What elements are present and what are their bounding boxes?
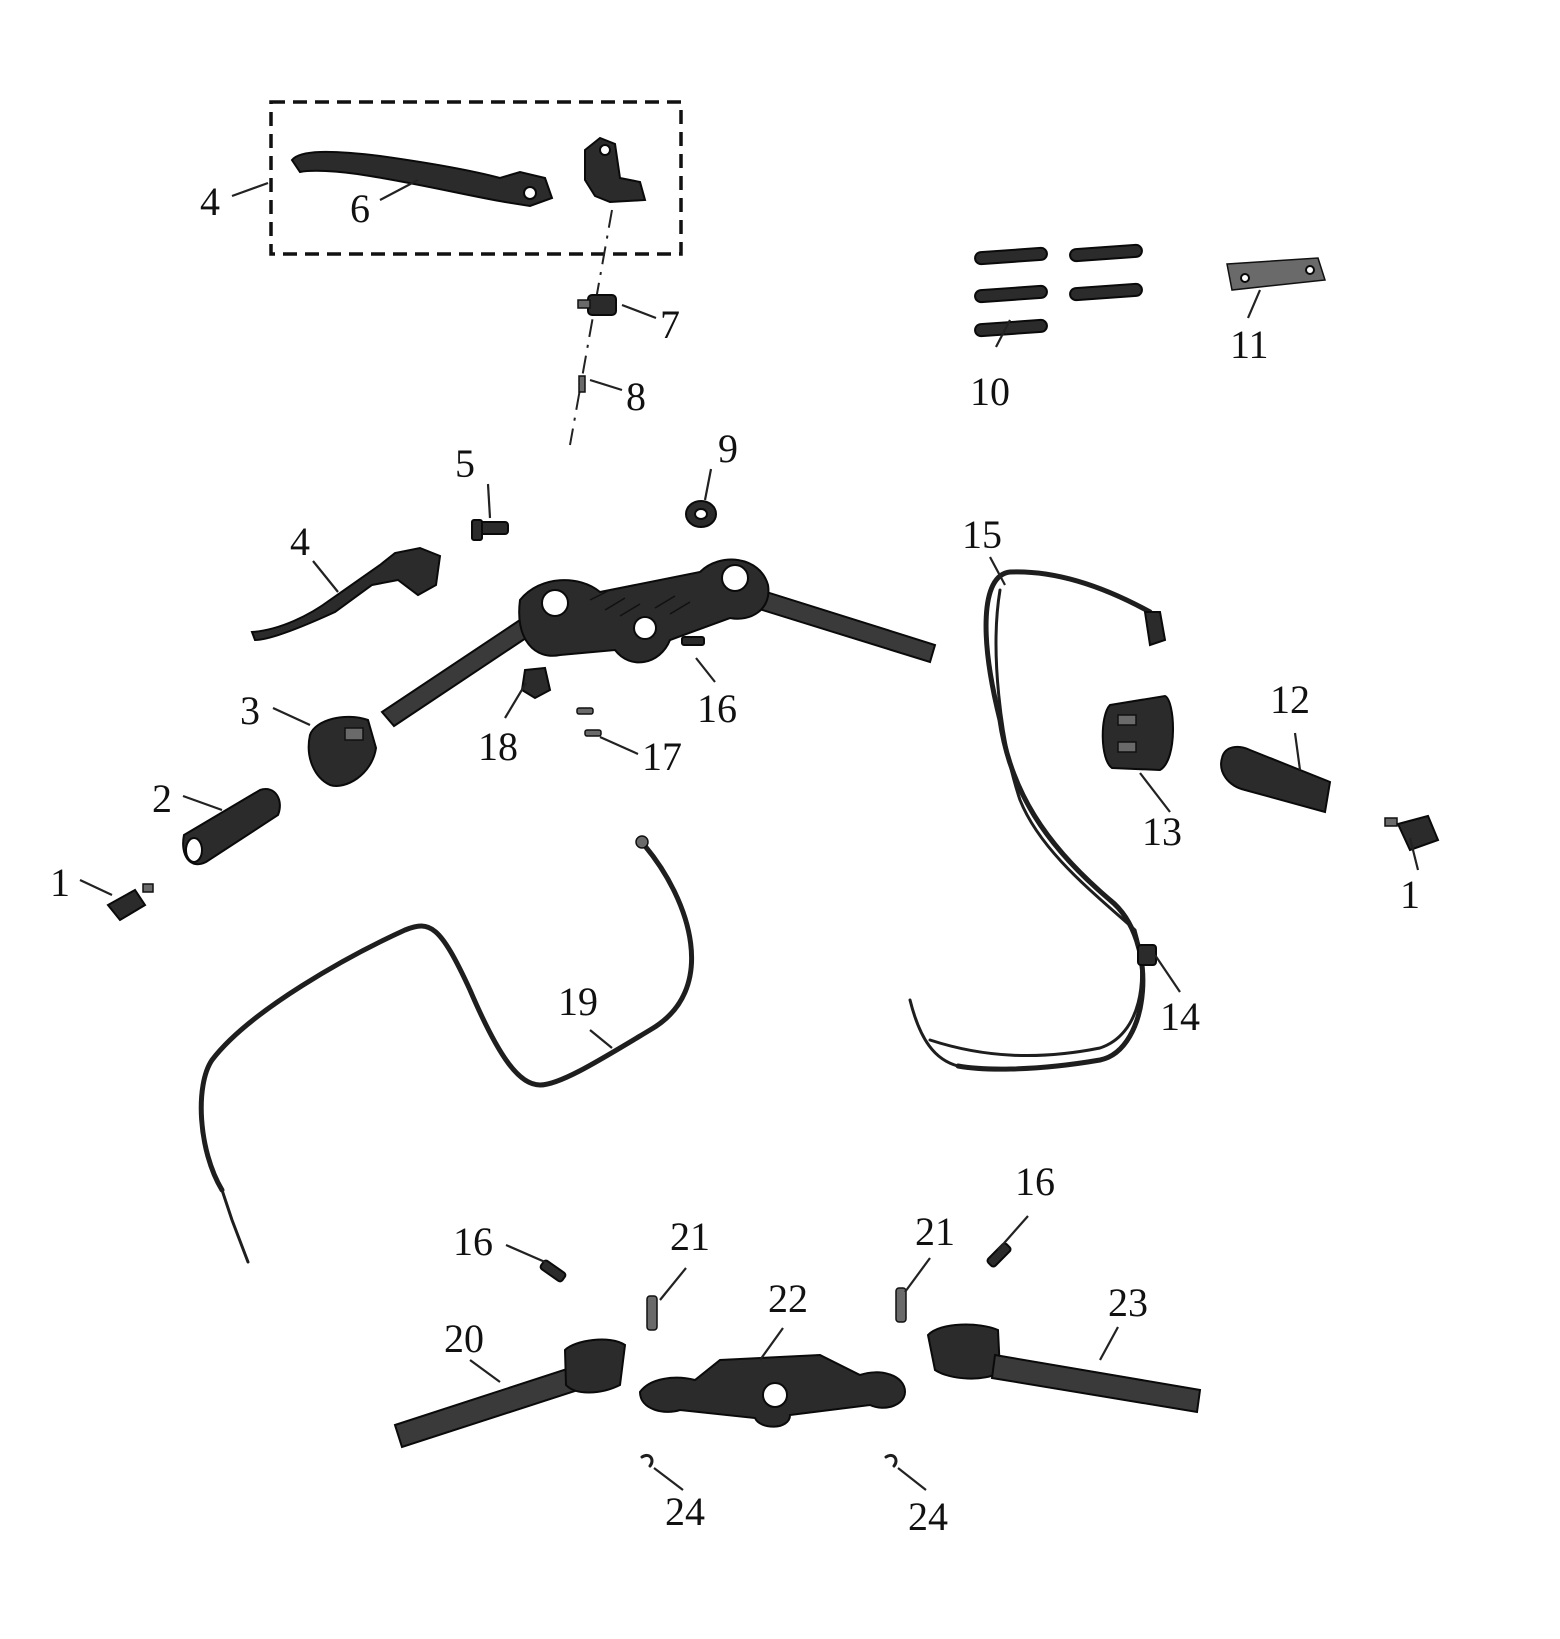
- part-1-bar-end-left: [106, 883, 154, 922]
- callout-16-upper: 16: [697, 686, 737, 731]
- part-3-switch-housing: [307, 715, 378, 787]
- lever-assembly-box: [269, 100, 683, 256]
- callout-1-left: 1: [50, 860, 70, 905]
- part-12-grip-right: [1220, 745, 1332, 814]
- part-18-clamp: [520, 666, 552, 700]
- callout-5: 5: [455, 441, 475, 486]
- part-10-rubber-strips: [974, 243, 1143, 338]
- callout-16-left: 16: [453, 1219, 493, 1264]
- callout-24-left: 24: [665, 1489, 705, 1534]
- callout-13: 13: [1142, 809, 1182, 854]
- part-24-clip-right: [884, 1453, 898, 1468]
- part-11-plate: [1226, 257, 1326, 291]
- callout-11: 11: [1230, 322, 1269, 367]
- callout-19: 19: [558, 979, 598, 1024]
- part-23-right-clip-on: [926, 1323, 1202, 1414]
- part-16-bolt-left: [539, 1259, 567, 1283]
- callout-23: 23: [1108, 1280, 1148, 1325]
- callout-14: 14: [1160, 994, 1200, 1039]
- callout-24-right: 24: [908, 1494, 948, 1539]
- part-19-cable-nipple: [635, 835, 649, 849]
- callout-6: 6: [350, 186, 370, 231]
- callout-20: 20: [444, 1316, 484, 1361]
- callout-17: 17: [642, 734, 682, 779]
- callout-9: 9: [718, 426, 738, 471]
- callout-2: 2: [152, 776, 172, 821]
- part-13-throttle-housing: [1101, 694, 1174, 772]
- part-22-lower-triple-clamp: [638, 1353, 907, 1428]
- part-16-screw-upper: [681, 636, 705, 646]
- callout-22: 22: [768, 1276, 808, 1321]
- callout-7: 7: [660, 302, 680, 347]
- callout-21-right: 21: [915, 1209, 955, 1254]
- callout-3: 3: [240, 688, 260, 733]
- part-1-bar-end-right: [1384, 814, 1440, 852]
- part-19-clutch-cable: [198, 843, 695, 1193]
- part-19-cable-end: [220, 1188, 250, 1264]
- callout-12: 12: [1270, 677, 1310, 722]
- part-15-throttle-cable: [955, 569, 1153, 1072]
- callout-21-left: 21: [670, 1214, 710, 1259]
- part-21-pin-left: [646, 1295, 658, 1331]
- callout-8: 8: [626, 374, 646, 419]
- leader-lines: [79, 179, 1420, 1491]
- part-24-clip-left: [640, 1453, 654, 1468]
- part-14-cable-clip: [1137, 944, 1157, 966]
- callout-15: 15: [962, 512, 1002, 557]
- part-4-master-cylinder: [584, 136, 647, 204]
- part-15-cable-second-run: [928, 588, 1144, 1058]
- part-21-pin-right: [895, 1287, 907, 1323]
- part-7-switch: [577, 294, 617, 316]
- part-16-bolt-right: [986, 1242, 1012, 1268]
- part-17-screws: [576, 707, 602, 737]
- part-5-bolt: [471, 519, 509, 541]
- part-20-left-clip-on: [393, 1338, 627, 1449]
- part-8-screw: [578, 375, 586, 393]
- part-15-cable-connector: [1143, 611, 1167, 647]
- assembly-axis-line: [569, 209, 613, 446]
- part-4-brake-lever: [250, 546, 442, 642]
- callout-4-upper: 4: [200, 179, 220, 224]
- callout-4-lower: 4: [290, 519, 310, 564]
- part-2-grip: [182, 788, 281, 865]
- upper-handlebar: [380, 558, 937, 728]
- part-9-nut: [685, 500, 717, 528]
- callout-16-right: 16: [1015, 1159, 1055, 1204]
- callout-10: 10: [970, 369, 1010, 414]
- callout-18: 18: [478, 724, 518, 769]
- callout-1-right: 1: [1400, 872, 1420, 917]
- part-15-cable-end: [908, 998, 960, 1068]
- part-6-lever-blade: [290, 150, 554, 208]
